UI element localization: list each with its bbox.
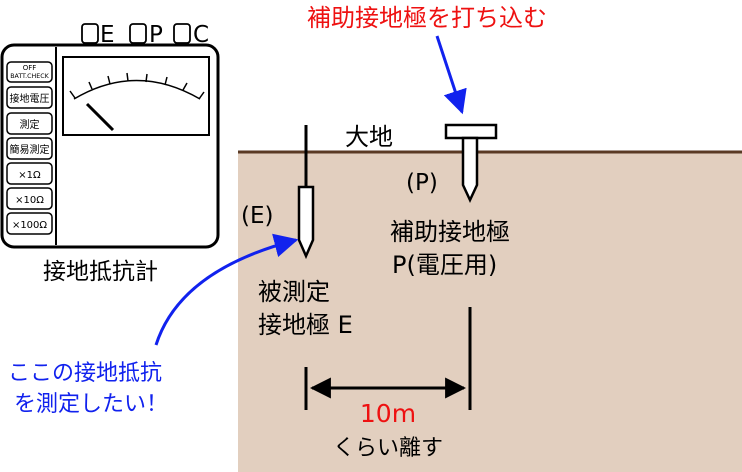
terminal-c-label: C — [193, 22, 209, 48]
distance-value: 10m — [360, 399, 416, 428]
gauge-needle — [85, 102, 115, 132]
earth-tester-meter: E P C OFF BATT.CHECK 接地電圧 — [0, 22, 220, 285]
button-range-x1[interactable]: ×1Ω — [6, 162, 53, 185]
soil-area — [238, 152, 742, 472]
electrode-p-label-line2: P(電圧用) — [392, 251, 497, 279]
terminal-p-icon — [129, 23, 147, 44]
distance-note: くらい離す — [333, 436, 443, 461]
analog-gauge — [62, 56, 210, 136]
button-range-x100[interactable]: ×100Ω — [6, 212, 53, 235]
meter-caption: 接地抵抗計 — [43, 259, 158, 285]
terminal-p-label: P — [149, 22, 163, 48]
button-ground-voltage[interactable]: 接地電圧 — [6, 86, 53, 109]
button-measure[interactable]: 測定 — [6, 112, 53, 135]
measure-note-line1: ここの接地抵抗 — [8, 361, 162, 386]
ground-label: 大地 — [345, 123, 393, 151]
electrode-p-head — [444, 123, 498, 140]
svg-text:BATT.CHECK: BATT.CHECK — [10, 73, 49, 80]
gauge-ticks — [69, 72, 205, 100]
electrode-e-rod — [297, 185, 315, 260]
svg-text:×1Ω: ×1Ω — [18, 170, 41, 181]
button-range-x10[interactable]: ×10Ω — [6, 187, 53, 210]
gauge-scale-arc — [73, 79, 201, 100]
button-simple-measure[interactable]: 簡易測定 — [6, 137, 53, 160]
electrode-e-label-line1: 被測定 — [258, 278, 330, 306]
measure-note-arrow — [154, 233, 299, 346]
measure-note-line2: を測定したい！ — [14, 392, 168, 417]
svg-text:接地電圧: 接地電圧 — [10, 92, 50, 105]
instruction-arrow — [435, 35, 467, 115]
terminal-e-label: E — [100, 22, 115, 48]
svg-text:×100Ω: ×100Ω — [12, 220, 47, 231]
top-instruction: 補助接地極を打ち込む — [307, 4, 547, 32]
electrode-p-label-line1: 補助接地極 — [390, 218, 510, 246]
electrode-e-tag: (E) — [241, 203, 273, 229]
electrode-e — [297, 125, 315, 260]
button-off-batt-check[interactable]: OFF BATT.CHECK — [6, 61, 53, 83]
electrode-p — [444, 123, 498, 203]
terminal-c-icon — [173, 23, 191, 44]
electrode-p-tag: (P) — [406, 170, 438, 196]
svg-text:×10Ω: ×10Ω — [15, 195, 44, 206]
electrode-p-rod — [461, 136, 479, 203]
svg-text:OFF: OFF — [23, 64, 37, 72]
svg-text:簡易測定: 簡易測定 — [10, 143, 50, 156]
electrode-e-label-line2: 接地極 E — [258, 311, 353, 339]
svg-text:測定: 測定 — [20, 118, 40, 131]
terminal-e-icon — [81, 23, 99, 44]
